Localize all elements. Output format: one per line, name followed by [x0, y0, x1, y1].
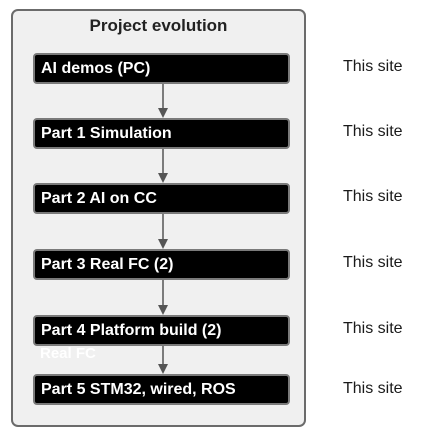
arrow-down-icon — [158, 346, 168, 374]
step-box-part-1: Part 1 Simulation — [33, 118, 290, 149]
side-link-this-site[interactable]: This site — [343, 123, 403, 140]
side-link-this-site[interactable]: This site — [343, 380, 403, 397]
panel-title: Project evolution — [89, 16, 228, 35]
step-box-ai-demos: AI demos (PC) — [33, 53, 290, 84]
side-link-this-site[interactable]: This site — [343, 320, 403, 337]
step-box-part-5: Part 5 STM32, wired, ROS — [33, 374, 290, 405]
step-box-part-3: Part 3 Real FC (2) — [33, 249, 290, 280]
arrow-down-icon — [158, 214, 168, 249]
arrow-down-icon — [158, 84, 168, 118]
step-box-part-2: Part 2 AI on CC — [33, 183, 290, 214]
arrow-down-icon — [158, 280, 168, 315]
arrow-down-icon — [158, 149, 168, 183]
step-box-part-4: Part 4 Platform build (2) — [33, 315, 290, 346]
side-link-this-site[interactable]: This site — [343, 58, 403, 75]
overflow-text: Real FC — [40, 345, 96, 362]
side-link-this-site[interactable]: This site — [343, 188, 403, 205]
side-link-this-site[interactable]: This site — [343, 254, 403, 271]
